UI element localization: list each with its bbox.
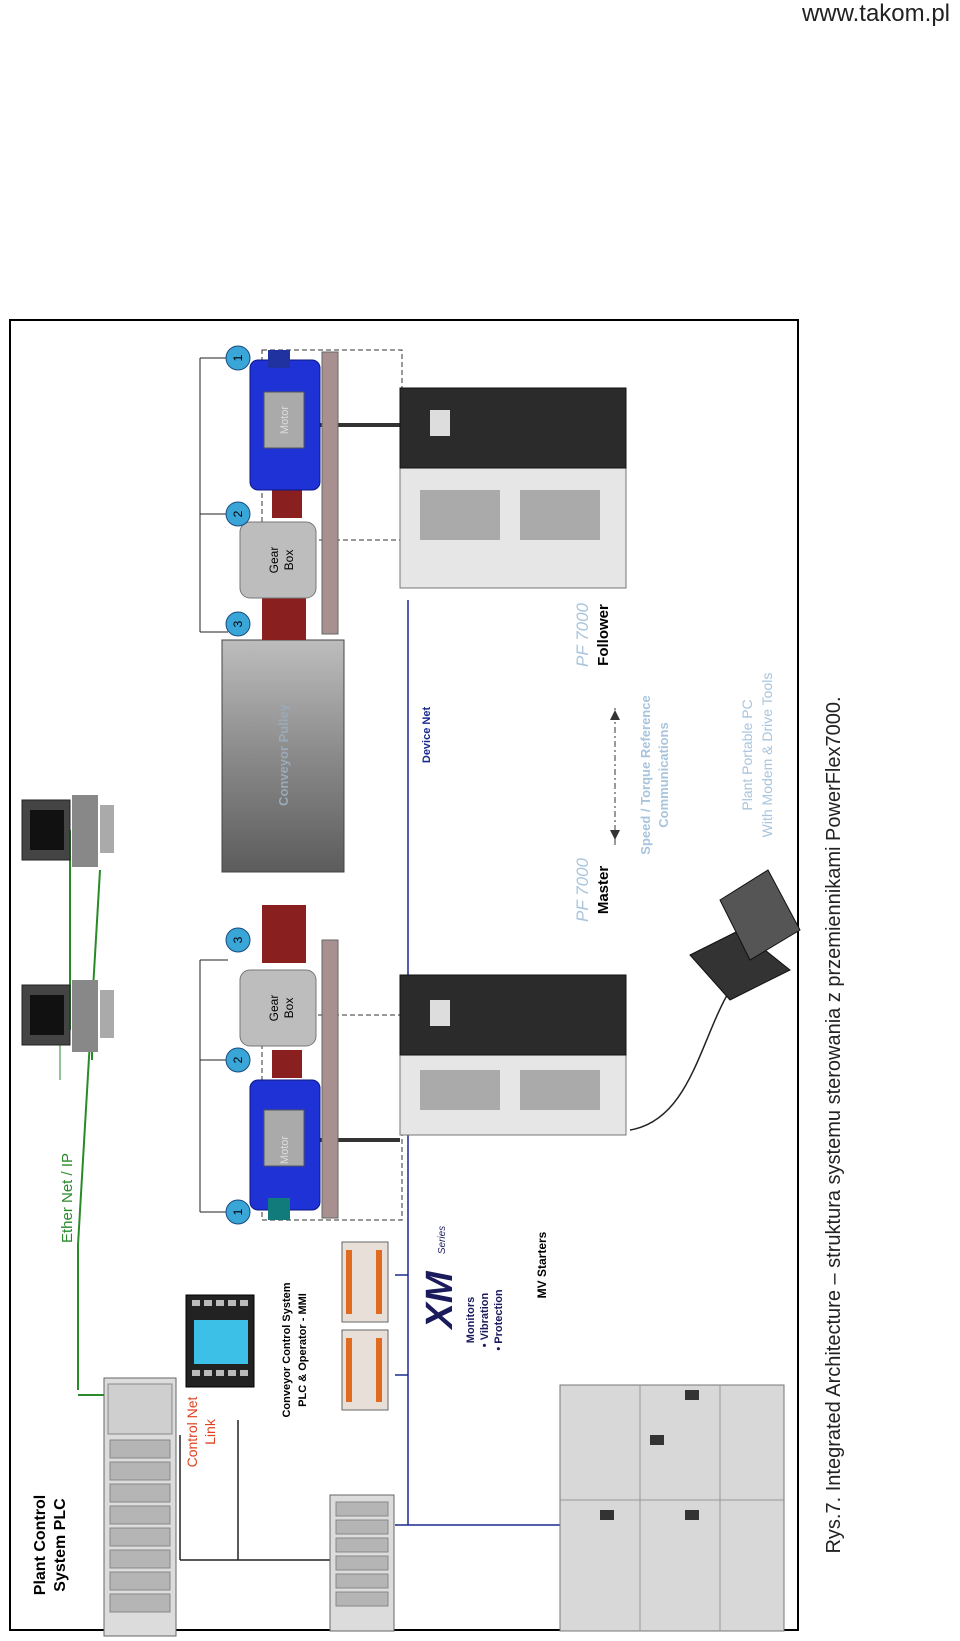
operator-mmi-panel (185, 1294, 255, 1388)
speed-torque-label-1: Speed / Torque Reference (638, 695, 653, 854)
gear-box-left-label-1: Gear (267, 995, 281, 1022)
plant-control-plc (103, 1377, 177, 1637)
motor-left (249, 1079, 321, 1220)
motor-left-label: Motor (279, 1136, 291, 1164)
pf7000-follower-model: PF 7000 (573, 602, 592, 667)
gear-box-left (239, 969, 317, 1047)
portable-pc-label-1: Plant Portable PC (739, 699, 755, 810)
coupling-left-2 (272, 1050, 302, 1078)
conveyor-pulley (221, 639, 345, 873)
pf7000-follower-role: Follower (595, 604, 612, 666)
marker-label: 3 (231, 620, 245, 627)
coupling-right-3 (262, 592, 306, 640)
motor-right (249, 350, 321, 491)
conveyor-control-label-1: Conveyor Control System (281, 1282, 293, 1417)
marker-label: 3 (231, 936, 245, 943)
diagram-frame (9, 319, 799, 1631)
xm-modules (341, 1241, 389, 1411)
marker-2-right (225, 501, 251, 527)
workstation-2 (21, 795, 114, 867)
figure-caption: Rys.7. Integrated Architecture – struktu… (823, 696, 845, 1553)
xm-logo: XM (419, 1270, 461, 1330)
mv-starters-label: MV Starters (535, 1231, 549, 1298)
conveyor-control-label-2: PLC & Operator - MMI (297, 1293, 309, 1407)
drive-cabinet-master (399, 974, 627, 1136)
xm-vibration: • Vibration (479, 1293, 491, 1348)
control-net-label-2: Link (202, 1418, 218, 1445)
gear-box-right-label-2: Box (282, 550, 296, 571)
markers: 1 2 3 3 2 1 (225, 345, 251, 1225)
control-net-label-1: Control Net (184, 1396, 200, 1467)
speed-torque-label-2: Communications (656, 722, 671, 827)
pf7000-master-role: Master (595, 866, 612, 915)
marker-label: 2 (231, 1056, 245, 1063)
xm-protection: • Protection (493, 1289, 505, 1351)
conveyor-pulley-label: Conveyor Pulley (276, 703, 291, 806)
coupling-right-2 (272, 490, 302, 518)
coupling-left-3 (262, 905, 306, 963)
drive-cabinet-follower (399, 387, 627, 589)
motor-right-label: Motor (279, 406, 291, 434)
base-plate-right (321, 351, 339, 635)
workstation-1 (21, 980, 114, 1052)
plant-control-title-2: System PLC (52, 1498, 69, 1592)
ethernet-label: Ether Net / IP (59, 1153, 76, 1243)
marker-3-right (225, 611, 251, 637)
marker-3-left (225, 927, 251, 953)
marker-2-left (225, 1047, 251, 1073)
portable-pc-laptop (689, 869, 801, 1001)
marker-label: 1 (231, 1208, 245, 1215)
plant-control-title-1: Plant Control (32, 1495, 49, 1595)
marker-1-right (225, 345, 251, 371)
watermark: www.takom.pl (801, 0, 950, 27)
labels: Plant Control System PLC Control Net Lin… (32, 406, 775, 1596)
gear-box-right-label-1: Gear (267, 547, 281, 574)
conveyor-plc (329, 1494, 395, 1632)
gear-box-right (239, 521, 317, 599)
xm-series: Series (437, 1226, 448, 1254)
pf7000-master-model: PF 7000 (573, 857, 592, 922)
portable-pc-label-2: With Modem & Drive Tools (759, 673, 775, 838)
marker-1-left (225, 1199, 251, 1225)
mv-starters-cabinet (559, 1384, 785, 1632)
xm-monitors: Monitors (465, 1297, 477, 1343)
ethernet-line (77, 869, 101, 1390)
marker-label: 1 (231, 354, 245, 361)
device-net-label: Device Net (421, 707, 433, 764)
marker-label: 2 (231, 510, 245, 517)
gear-box-left-label-2: Box (282, 998, 296, 1019)
base-plate-left (321, 939, 339, 1219)
